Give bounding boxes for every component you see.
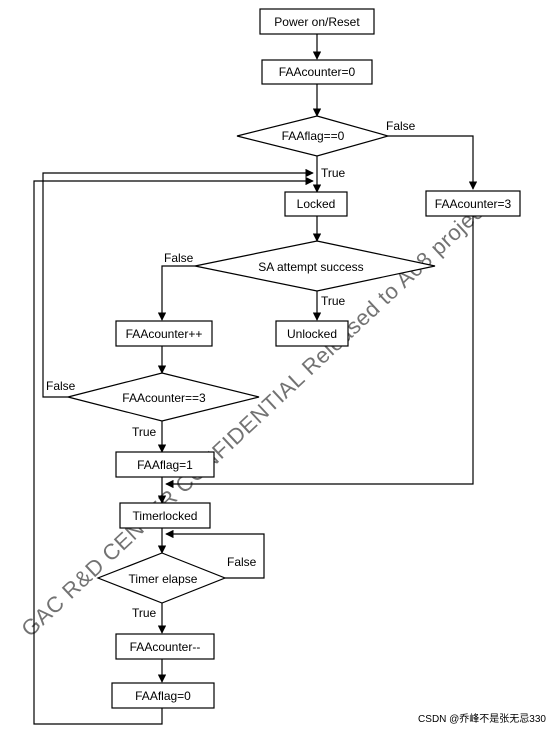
label-timer-false: False <box>227 555 257 569</box>
node-unlocked: Unlocked <box>275 320 349 347</box>
label-sa-true: True <box>321 294 346 308</box>
edges <box>33 34 478 725</box>
node-timerlocked-label: Timerlocked <box>133 509 198 523</box>
node-flag-check-label: FAAflag==0 <box>282 129 345 143</box>
node-timer-elapse: Timer elapse <box>96 552 227 604</box>
node-power-on: Power on/Reset <box>259 8 375 35</box>
node-counter-dec-label: FAAcounter-- <box>130 640 201 654</box>
label-count-false: False <box>46 379 76 393</box>
node-set-counter3-label: FAAcounter=3 <box>435 197 512 211</box>
edge-flag0-loopback <box>33 176 314 725</box>
node-locked-label: Locked <box>297 197 336 211</box>
credit-text: CSDN @乔峰不是张无忌330 <box>418 713 546 725</box>
node-timer-elapse-label: Timer elapse <box>129 572 198 586</box>
node-unlocked-label: Unlocked <box>287 327 337 341</box>
edge-timer-false <box>165 529 265 579</box>
edge-counter3-to-merge <box>165 216 474 489</box>
node-counter-check-label: FAAcounter==3 <box>122 391 206 405</box>
edge-count-false <box>42 168 314 398</box>
node-init-counter-label: FAAcounter=0 <box>279 65 356 79</box>
node-set-counter3: FAAcounter=3 <box>425 190 521 217</box>
node-sa-attempt-label: SA attempt success <box>258 260 363 274</box>
label-sa-false: False <box>164 251 194 265</box>
node-init-counter: FAAcounter=0 <box>261 59 373 85</box>
node-timerlocked: Timerlocked <box>119 502 211 529</box>
node-locked: Locked <box>284 191 348 217</box>
node-flag-set0-label: FAAflag=0 <box>135 689 191 703</box>
node-counter-check: FAAcounter==3 <box>67 372 260 422</box>
label-timer-true: True <box>132 606 157 620</box>
node-flag-set1-label: FAAflag=1 <box>137 458 193 472</box>
node-counter-inc-label: FAAcounter++ <box>126 327 203 341</box>
node-counter-dec: FAAcounter-- <box>115 633 215 660</box>
label-flag-true: True <box>321 166 346 180</box>
label-count-true: True <box>132 425 157 439</box>
node-power-on-label: Power on/Reset <box>274 15 360 29</box>
node-flag-set1: FAAflag=1 <box>115 451 215 478</box>
edge-labels: False True False True False True False T… <box>46 119 416 620</box>
node-flag-set0: FAAflag=0 <box>111 682 215 709</box>
label-flag-false: False <box>386 119 416 133</box>
node-counter-inc: FAAcounter++ <box>115 320 213 347</box>
edge-flag-false <box>388 135 478 190</box>
node-sa-attempt: SA attempt success <box>194 240 436 292</box>
edge-sa-false <box>157 265 195 321</box>
node-flag-check: FAAflag==0 <box>236 115 391 157</box>
